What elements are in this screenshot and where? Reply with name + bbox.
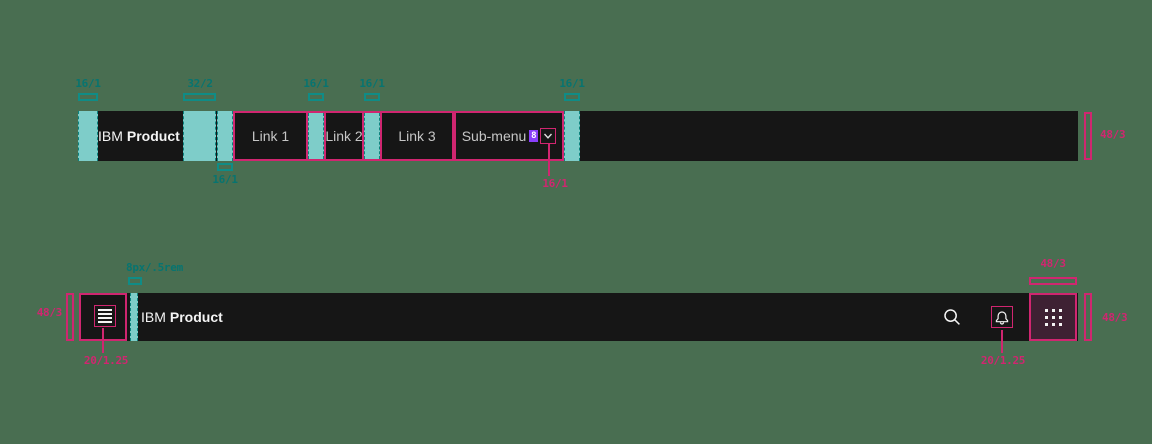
ruler-pad-left <box>78 93 98 101</box>
bell-icon-leader-line <box>1001 330 1003 353</box>
search-button[interactable] <box>940 305 964 329</box>
brand-name: Product <box>126 128 180 144</box>
annotation-pad-left: 16/1 <box>75 77 101 90</box>
spacing-badge: 8 <box>529 130 539 142</box>
spacing-block-link2-link3 <box>364 113 380 159</box>
hamburger-menu-icon <box>98 309 112 323</box>
ruler-brand-gap <box>128 277 142 285</box>
ruler-gap-link2-link3 <box>364 93 380 101</box>
app-switcher-button[interactable] <box>1029 293 1077 341</box>
bell-icon <box>995 311 1009 325</box>
spacing-block-pad-left <box>78 111 98 161</box>
ruler-gap-below-brand <box>217 163 233 171</box>
ruler-global-bar-height-right <box>1084 293 1092 341</box>
menu-button-measure-outline <box>79 293 127 341</box>
nav-link-1[interactable]: Link 1 <box>233 111 308 161</box>
annotation-gap-after-brand: 32/2 <box>187 77 213 90</box>
notifications-button[interactable] <box>993 308 1011 326</box>
annotation-global-bar-height-left: 48/3 <box>36 306 63 319</box>
spacing-block-pad-right <box>564 111 580 161</box>
ruler-gap-link1-link2 <box>308 93 324 101</box>
nav-link-3-label: Link 3 <box>398 128 436 144</box>
spacing-block-after-brand <box>183 111 216 161</box>
annotation-chevron-gap: 16/1 <box>542 177 568 190</box>
ruler-gap-after-brand <box>183 93 216 101</box>
grid-switcher-icon <box>1044 308 1062 326</box>
nav-submenu[interactable]: Sub-menu 8 <box>454 111 564 161</box>
chevron-down-icon[interactable] <box>543 131 553 141</box>
annotation-gap-below-brand: 16/1 <box>212 173 238 186</box>
brand-name: Product <box>169 309 223 325</box>
nav-link-2[interactable]: Link 2 <box>324 111 364 161</box>
ruler-switcher-width <box>1029 277 1077 285</box>
annotation-menu-icon-size: 20/1.25 <box>83 354 129 367</box>
nav-link-1-label: Link 1 <box>251 128 290 144</box>
bell-icon-measure-box <box>991 306 1013 328</box>
menu-icon-measure-box <box>94 305 116 327</box>
brand-prefix: IBM <box>141 309 166 325</box>
menu-button[interactable] <box>79 293 127 341</box>
annotation-global-bar-height-right: 48/3 <box>1102 311 1128 324</box>
annotation-pad-right: 16/1 <box>559 77 585 90</box>
nav-link-2-label: Link 2 <box>325 128 363 144</box>
annotation-nav-bar-height: 48/3 <box>1100 128 1126 141</box>
annotation-gap-link1-link2: 16/1 <box>303 77 329 90</box>
ruler-nav-bar-height <box>1084 112 1092 160</box>
annotation-bell-icon-size: 20/1.25 <box>980 354 1026 367</box>
ruler-global-bar-height-left <box>66 293 74 341</box>
annotation-switcher-width: 48/3 <box>1040 257 1066 270</box>
nav-link-3[interactable]: Link 3 <box>380 111 454 161</box>
spacing-block-before-links <box>217 111 233 161</box>
chevron-measure-box <box>540 128 557 144</box>
search-icon <box>944 309 960 325</box>
nav-submenu-label: Sub-menu <box>461 128 527 144</box>
spacing-block-link1-link2 <box>308 113 324 159</box>
brand-prefix: IBM <box>98 128 123 144</box>
spacing-block-brand-gap <box>130 293 138 341</box>
ruler-pad-right <box>564 93 580 101</box>
annotation-brand-gap: 8px/.5rem <box>126 261 183 274</box>
annotation-gap-link2-link3: 16/1 <box>359 77 385 90</box>
